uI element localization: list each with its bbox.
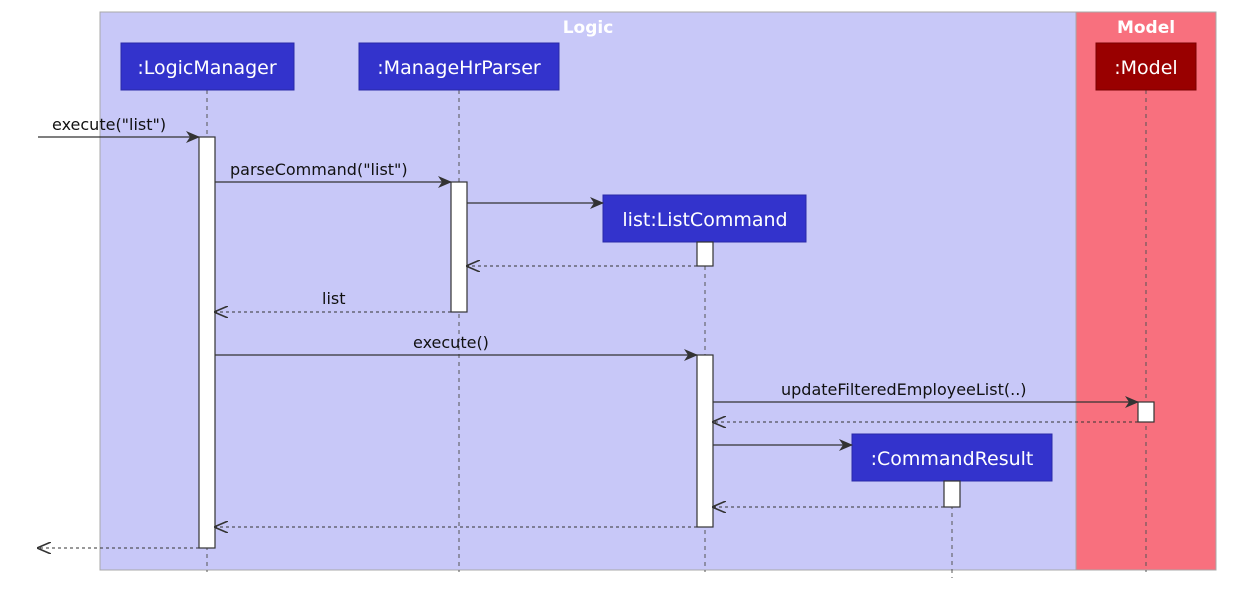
command-result-label: :CommandResult <box>871 448 1034 470</box>
model-group-label: Model <box>1117 18 1175 38</box>
list-command-execute-activation <box>696 354 714 528</box>
execute-label: execute() <box>413 333 489 352</box>
model-box <box>1095 42 1197 91</box>
parser-label: :ManageHrParser <box>377 57 541 79</box>
logic-group <box>99 11 1077 571</box>
update-filtered-label: updateFilteredEmployeeList(..) <box>781 380 1027 399</box>
logic-manager-label: :LogicManager <box>137 57 277 79</box>
execute-list-label: execute("list") <box>52 115 166 134</box>
command-result-box <box>851 433 1053 482</box>
parse-command-label: parseCommand("list") <box>230 160 408 179</box>
logic-manager-box <box>120 42 295 91</box>
logic-group-label: Logic <box>563 18 614 38</box>
model-activation <box>1137 401 1155 423</box>
list-command-label: list:ListCommand <box>622 209 787 231</box>
logic-manager-activation <box>198 136 216 549</box>
command-result-activation <box>943 480 961 508</box>
list-return-label: list <box>322 289 346 308</box>
parser-activation <box>450 181 468 313</box>
model-label: :Model <box>1114 57 1177 79</box>
parser-box <box>358 42 560 91</box>
list-command-init-activation <box>696 241 714 267</box>
list-command-box <box>602 194 807 243</box>
